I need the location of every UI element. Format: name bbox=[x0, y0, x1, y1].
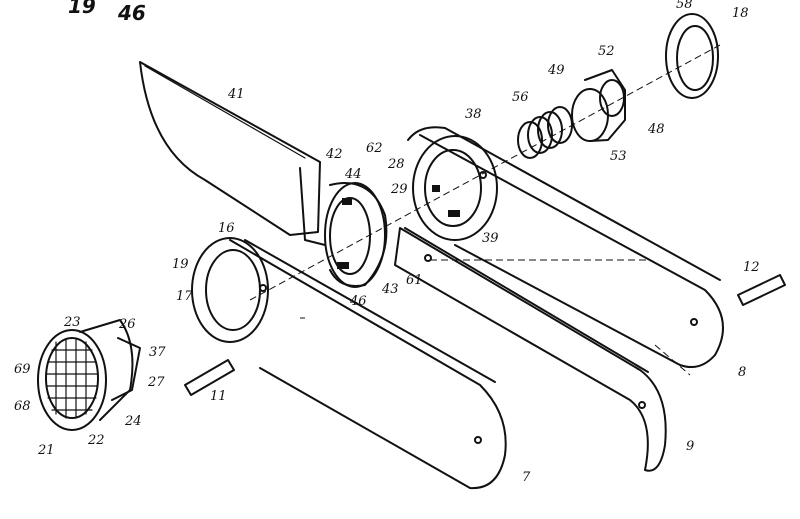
label-58: 58 bbox=[676, 0, 693, 12]
reference-labels: 41 42 62 44 28 29 38 39 56 49 52 48 53 5… bbox=[14, 0, 760, 485]
label-61: 61 bbox=[406, 273, 423, 288]
label-62: 62 bbox=[366, 141, 383, 156]
label-28: 28 bbox=[387, 157, 405, 172]
label-18: 18 bbox=[732, 6, 749, 21]
label-9: 9 bbox=[686, 439, 694, 454]
assembly-axes bbox=[249, 44, 721, 376]
lens-cap bbox=[37, 319, 141, 431]
label-39: 39 bbox=[482, 231, 499, 246]
blade bbox=[139, 61, 326, 246]
label-37: 37 bbox=[149, 345, 166, 360]
header-right-label: 46 bbox=[117, 1, 146, 25]
label-21: 21 bbox=[37, 443, 55, 458]
label-49: 49 bbox=[547, 63, 565, 78]
label-38: 38 bbox=[465, 107, 482, 122]
label-53: 53 bbox=[610, 149, 627, 164]
label-69: 69 bbox=[14, 362, 31, 377]
label-41: 41 bbox=[227, 87, 245, 102]
label-68: 68 bbox=[14, 399, 31, 414]
label-23: 23 bbox=[63, 315, 81, 330]
label-8: 8 bbox=[738, 365, 746, 380]
label-11: 11 bbox=[210, 389, 227, 404]
label-44: 44 bbox=[344, 167, 362, 182]
front-handle bbox=[191, 237, 507, 490]
end-ring bbox=[665, 13, 719, 99]
pin-11 bbox=[184, 359, 235, 396]
locking-nut bbox=[571, 69, 626, 142]
label-42: 42 bbox=[325, 147, 343, 162]
label-16: 16 bbox=[218, 221, 235, 236]
label-29: 29 bbox=[390, 182, 408, 197]
middle-liner bbox=[394, 227, 667, 472]
label-48: 48 bbox=[647, 122, 665, 137]
label-56-spring: 56 bbox=[512, 90, 529, 105]
label-27: 27 bbox=[147, 375, 165, 390]
center-ring-liner bbox=[324, 182, 388, 288]
header-left-label: 19 bbox=[68, 0, 96, 18]
label-12: 12 bbox=[743, 260, 760, 275]
label-43: 43 bbox=[381, 282, 399, 297]
label-24: 24 bbox=[124, 414, 142, 429]
label-46: 46 bbox=[349, 294, 367, 309]
label-7: 7 bbox=[522, 470, 531, 485]
label-52: 52 bbox=[598, 44, 615, 59]
label-17: 17 bbox=[176, 289, 193, 304]
label-19: 19 bbox=[172, 257, 189, 272]
label-22: 22 bbox=[87, 433, 105, 448]
rear-handle bbox=[407, 126, 724, 368]
pin-12 bbox=[737, 274, 786, 306]
label-26: 26 bbox=[118, 317, 136, 332]
